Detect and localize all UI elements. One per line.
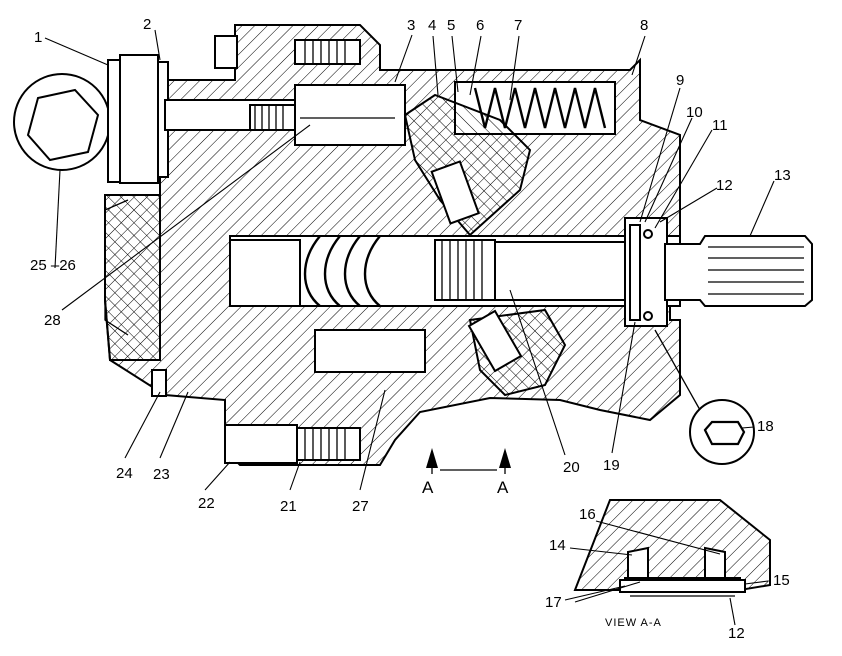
callout-19: 19 (603, 457, 620, 474)
seal-item (629, 224, 641, 321)
callout-21: 21 (280, 498, 297, 515)
callout-23: 23 (153, 466, 170, 483)
view-aa-seal (627, 546, 649, 579)
lower-piston-slipper (467, 309, 523, 373)
top-bolt (294, 39, 361, 65)
callout-4: 4 (428, 17, 436, 34)
callout-17: 17 (545, 594, 562, 611)
top-bolt-head (214, 35, 238, 69)
callout-25-26: 25 –26 (30, 257, 76, 274)
callout-11: 11 (712, 117, 728, 134)
view-aa-seal-right (704, 546, 726, 579)
callout-7: 7 (514, 17, 522, 34)
callout-12: 12 (716, 177, 733, 194)
callout-15: 15 (773, 572, 790, 589)
end-cover (104, 194, 161, 361)
section-marker-left: A (422, 478, 434, 497)
callout-2: 2 (143, 16, 151, 33)
callout-16: 16 (579, 506, 596, 523)
callout-12-inset: 12 (728, 625, 745, 642)
callout-24: 24 (116, 465, 133, 482)
view-aa-plate (619, 579, 746, 593)
section-arrow-right (499, 448, 511, 468)
drive-shaft (494, 241, 631, 301)
swashplate-upper (403, 93, 532, 237)
leader-lines (44, 29, 775, 626)
spring-item-7 (473, 87, 607, 129)
spline-section (434, 239, 496, 301)
lower-bore (314, 329, 426, 373)
upper-piston-slipper (430, 160, 480, 225)
plug-flange (119, 54, 159, 184)
callout-8: 8 (640, 17, 648, 34)
main-spring (303, 235, 381, 307)
callout-18: 18 (757, 418, 774, 435)
callout-28: 28 (44, 312, 61, 329)
callout-3: 3 (407, 17, 415, 34)
callout-9: 9 (676, 72, 684, 89)
output-shaft (664, 235, 813, 307)
control-piston (294, 84, 406, 146)
callout-27: 27 (352, 498, 369, 515)
callout-14: 14 (549, 537, 566, 554)
seal-detail-circle (689, 399, 755, 465)
section-marker-right: A (497, 478, 509, 497)
view-aa-housing (573, 499, 771, 592)
section-arrow-left (426, 448, 438, 468)
view-aa-label: VIEW A-A (605, 617, 662, 629)
threaded-stud (249, 104, 296, 131)
callout-5: 5 (447, 17, 455, 34)
end-plate-outline (104, 199, 129, 336)
barrel-left (229, 239, 301, 307)
callout-1: 1 (34, 29, 42, 46)
callout-6: 6 (476, 17, 484, 34)
hex-plug (26, 88, 100, 162)
callout-13: 13 (774, 167, 791, 184)
callout-22: 22 (198, 495, 215, 512)
callout-20: 20 (563, 459, 580, 476)
drain-plug (151, 369, 167, 397)
lower-bolt-body (224, 424, 298, 464)
lower-bolt (294, 427, 361, 461)
callout-10: 10 (686, 104, 703, 121)
